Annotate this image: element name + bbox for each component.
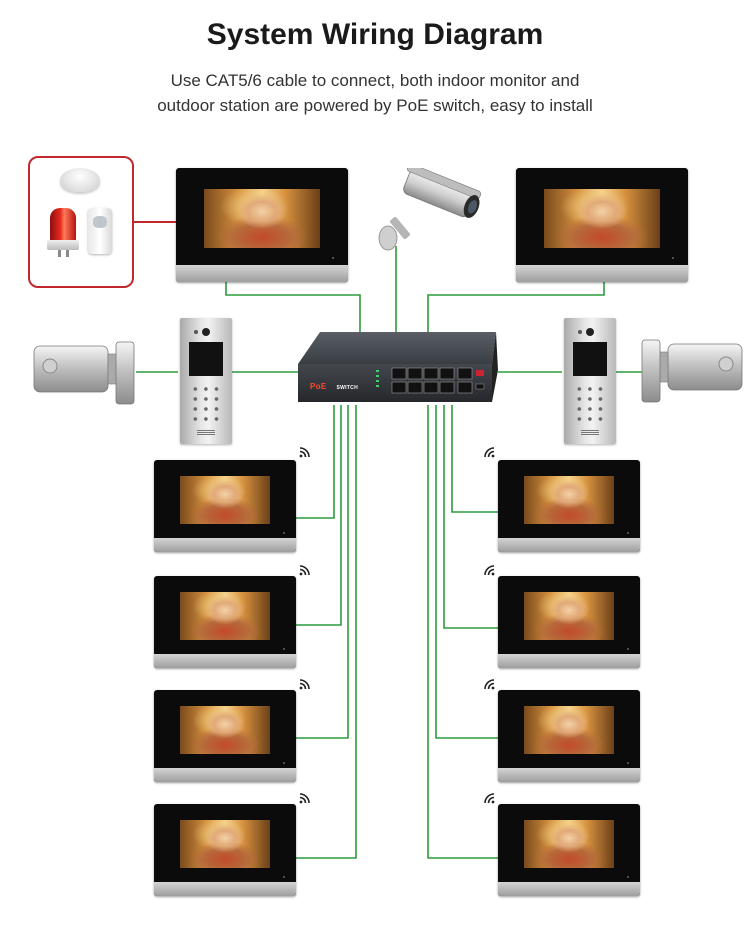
subtitle-line-1: Use CAT5/6 cable to connect, both indoor… [170,71,580,90]
wire-left-monitor-1 [296,405,335,519]
monitor-left-4 [154,804,296,896]
monitor-left-1 [154,460,296,552]
wire-right-monitor-1 [451,405,498,513]
smoke-detector-icon [60,168,100,192]
cctv-camera-icon [378,168,482,251]
wifi-icon [484,793,495,804]
door-station-left [180,318,232,444]
wire-top-right-monitor [427,282,605,334]
wire-left-monitor-3 [296,405,349,739]
wire-right-monitor-2 [443,405,498,629]
wire-left-monitor-2 [296,405,342,626]
wifi-icon [299,679,310,690]
subtitle-line-2: outdoor station are powered by PoE switc… [157,96,593,115]
wifi-icon [484,679,495,690]
switch-text: SWITCH [336,385,358,391]
monitor-left-2 [154,576,296,668]
wifi-icon [299,447,310,458]
poe-switch-icon [298,332,498,402]
siren-icon [47,208,79,257]
door-station-right [564,318,616,444]
wifi-icon [484,447,495,458]
wire-top-left-monitor [225,282,361,334]
monitor-right-2 [498,576,640,668]
monitor-right-1 [498,460,640,552]
monitor-left-3 [154,690,296,782]
page-title: System Wiring Diagram [206,18,544,51]
electric-lock-icon [33,341,135,405]
monitor-right-4 [498,804,640,896]
switch-label: PoE SWITCH [310,382,358,391]
pir-sensor-icon [88,208,112,254]
monitor-top-right [516,168,688,282]
alarm-devices-box [28,156,134,288]
electric-lock-icon-right [641,339,743,403]
monitor-right-3 [498,690,640,782]
page-subtitle: Use CAT5/6 cable to connect, both indoor… [0,68,750,118]
monitor-top-left [176,168,348,282]
wifi-icon [299,793,310,804]
wire-left-monitor-4 [296,405,357,859]
wifi-icon [484,565,495,576]
switch-brand: PoE [310,382,327,391]
wire-right-monitor-4 [427,405,498,859]
wifi-icon [299,565,310,576]
wire-right-monitor-3 [435,405,498,739]
